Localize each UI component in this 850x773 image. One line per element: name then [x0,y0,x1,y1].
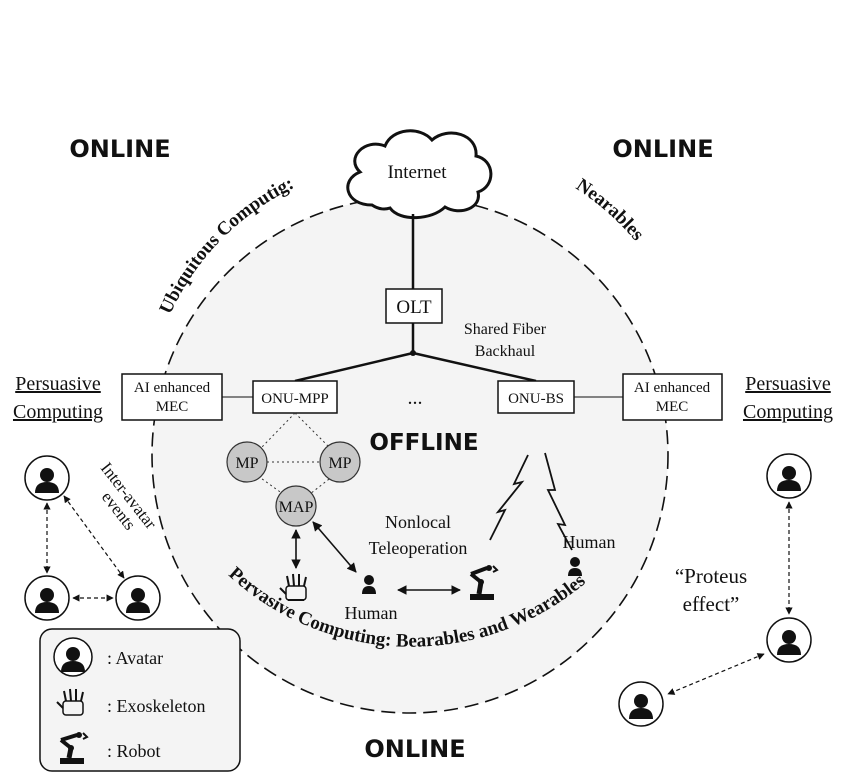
avatar-icon [115,575,161,621]
robot-icon [59,732,89,764]
exoskeleton-icon [56,688,84,716]
internet-label: Internet [387,162,447,183]
human-right-label: Human [563,532,616,552]
proteus-label-line1: “Proteus [675,564,747,588]
avatar-icon [618,681,664,727]
onu-mp-right-link [294,412,330,448]
lightning-icon [544,452,573,551]
mec-left-box [121,373,223,421]
more-onus-ellipsis: ... [408,387,423,409]
human-center-label: Human [345,603,398,623]
cloud-icon [346,129,493,220]
online-label-top-right: ONLINE [612,135,713,163]
avatar-avatar-arrow [63,495,125,579]
onu-bs-label: ONU-BS [508,391,564,407]
offline-label: OFFLINE [369,430,478,456]
splitter-onu-mpp-link [294,351,414,383]
exoskeleton-icon [279,573,307,601]
olt-label: OLT [396,297,432,318]
mp-right-node [319,441,361,483]
mp-left-node [226,441,268,483]
splitter-onu-bs-link [412,351,537,383]
avatar-avatar-arrow [667,653,765,695]
persuasive-right-line1: Persuasive [745,373,831,395]
offline-boundary [151,196,669,714]
mp-right-label: MP [328,455,351,472]
avatar-icon [766,453,812,499]
mec-left-label-line2: MEC [156,399,189,415]
avatar-icon [766,617,812,663]
onu-mpp-label: ONU-MPP [261,391,329,407]
persuasive-left-line2: Computing [13,401,103,423]
mp-left-map-link [257,475,284,495]
persuasive-left-line1: Persuasive [15,373,101,395]
map-node [275,485,317,527]
robot-icon [469,565,499,600]
nearables-label: Nearables [572,175,648,245]
legend-avatar-label: : Avatar [107,648,163,668]
mec-left-label-line1: AI enhanced [134,380,211,396]
onu-bs-box [497,380,575,414]
legend-robot-label: : Robot [107,741,161,761]
lightning-icon [489,454,529,541]
map-label: MAP [279,499,314,516]
online-label-top-left: ONLINE [69,135,170,163]
mec-right-label-line2: MEC [656,399,689,415]
nonlocal-label-line1: Nonlocal [385,512,451,532]
mp-left-label: MP [235,455,258,472]
mec-right-box [622,373,723,421]
proteus-label-line2: effect” [683,592,740,616]
backhaul-label-line2: Backhaul [475,343,536,360]
mec-right-label-line1: AI enhanced [634,380,711,396]
avatar-icon [53,637,93,677]
backhaul-label-line1: Shared Fiber [464,321,547,338]
nonlocal-label-line2: Teleoperation [369,538,468,558]
persuasive-right-line2: Computing [743,401,833,423]
map-human-arrow [312,521,357,573]
avatar-icon [24,455,70,501]
legend-exoskeleton-label: : Exoskeleton [107,696,205,716]
online-label-bottom: ONLINE [364,735,465,763]
avatar-icon [24,575,70,621]
